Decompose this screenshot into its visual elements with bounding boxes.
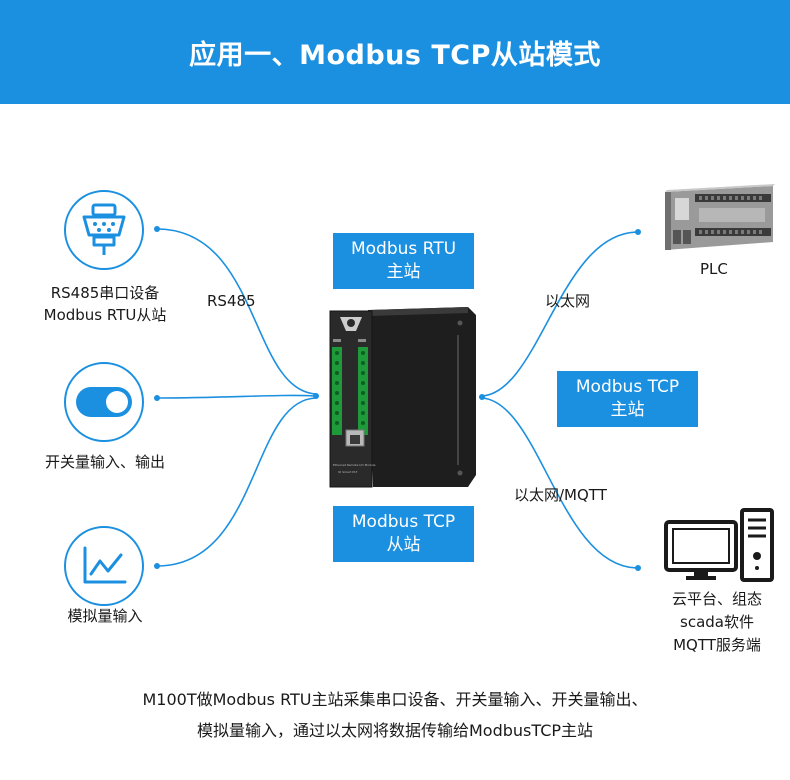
link-dot bbox=[313, 393, 319, 399]
rs485-link-label: RS485 bbox=[207, 292, 256, 310]
computer-icon bbox=[664, 508, 774, 582]
plc-label: PLC bbox=[700, 260, 728, 278]
serial-port-icon bbox=[82, 203, 126, 255]
tcp-slave-box: Modbus TCP 从站 bbox=[333, 506, 474, 562]
io-module-device bbox=[329, 307, 476, 488]
title-bar: 应用一、Modbus TCP从站模式 bbox=[0, 0, 790, 104]
ethernet-link-label: 以太网 bbox=[545, 292, 591, 310]
serial-device-label: RS485串口设备 Modbus RTU从站 bbox=[43, 284, 167, 324]
serial-device-node bbox=[64, 190, 144, 270]
link-dot bbox=[635, 565, 641, 571]
link-analog bbox=[156, 397, 317, 567]
line-chart-icon bbox=[83, 546, 127, 584]
description-text: M100T做Modbus RTU主站采集串口设备、开关量输入、开关量输出、 模拟… bbox=[142, 690, 648, 740]
link-dot bbox=[635, 229, 641, 235]
toggle-switch-icon bbox=[76, 387, 132, 417]
page-title: 应用一、Modbus TCP从站模式 bbox=[189, 39, 601, 71]
module-front-text: Ethernet Remote I/O Module bbox=[333, 463, 376, 467]
rtu-master-box: Modbus RTU 主站 bbox=[333, 233, 474, 289]
link-dot bbox=[154, 226, 160, 232]
link-dot bbox=[154, 563, 160, 569]
digital-io-node bbox=[64, 362, 144, 442]
ethernet-mqtt-link-label: 以太网/MQTT bbox=[514, 486, 607, 504]
digital-io-label: 开关量输入、输出 bbox=[44, 453, 165, 471]
link-plc bbox=[481, 231, 639, 397]
link-rs485 bbox=[156, 228, 317, 395]
link-dot bbox=[154, 395, 160, 401]
analog-input-label: 模拟量输入 bbox=[67, 607, 143, 625]
link-dot bbox=[479, 394, 485, 400]
link-digital bbox=[156, 394, 317, 399]
tcp-master-box: Modbus TCP 主站 bbox=[557, 371, 698, 427]
module-model-text: IO Smart M-T bbox=[338, 470, 358, 474]
link-cloud bbox=[481, 397, 639, 569]
plc-icon bbox=[665, 184, 775, 250]
analog-input-node bbox=[64, 526, 144, 606]
cloud-platform-label: 云平台、组态 scada软件 MQTT服务端 bbox=[671, 590, 762, 654]
